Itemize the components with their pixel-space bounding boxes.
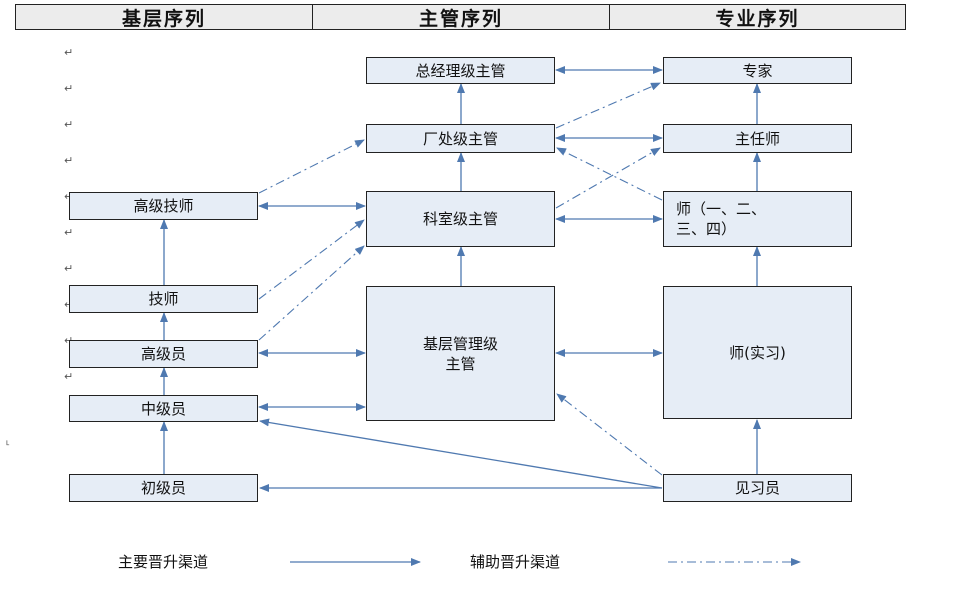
return-mark-icon: ↵ — [64, 154, 74, 167]
node-engineer-intern: 师(实习) — [663, 286, 852, 419]
return-mark-icon: ↵ — [64, 370, 74, 383]
node-senior-staff: 高级员 — [69, 340, 258, 368]
dashed-trainee-to-grassroots — [556, 393, 663, 476]
return-mark-icon: ↵ — [64, 191, 73, 202]
dashed-senior-technician-to-factory — [258, 139, 365, 194]
dashed-engineer-to-factory — [556, 147, 663, 201]
header-basic-sequence: 基层序列 — [15, 4, 313, 30]
arrow-trainee-to-intermediate — [259, 418, 663, 489]
node-senior-technician: 高级技师 — [69, 192, 258, 220]
node-grassroots-manager: 基层管理级 主管 — [366, 286, 555, 421]
node-factory-manager: 厂处级主管 — [366, 124, 555, 153]
return-mark-icon: ↵ — [64, 335, 73, 346]
dashed-factory-to-expert — [555, 82, 661, 129]
return-mark-icon: ↵ — [64, 118, 74, 131]
node-engineer-levels: 师（一、二、 三、四） — [663, 191, 852, 247]
return-mark-icon: ↵ — [64, 262, 74, 275]
header-professional-sequence: 专业序列 — [609, 4, 906, 30]
node-junior-staff: 初级员 — [69, 474, 258, 502]
return-mark-icon: ↵ — [64, 226, 74, 239]
node-expert: 专家 — [663, 57, 852, 84]
node-technician: 技师 — [69, 285, 258, 313]
dashed-technician-to-section — [258, 219, 365, 300]
node-gm-manager: 总经理级主管 — [366, 57, 555, 84]
dashed-section-to-chief — [555, 147, 661, 209]
dashed-senior-staff-to-section — [258, 245, 365, 341]
node-chief-engineer: 主任师 — [663, 124, 852, 153]
corner-mark-icon: ˪ — [6, 435, 10, 448]
node-intermediate-staff: 中级员 — [69, 395, 258, 422]
return-mark-icon: ↵ — [64, 46, 74, 59]
node-trainee: 见习员 — [663, 474, 852, 502]
legend-main-label: 主要晋升渠道 — [118, 553, 209, 571]
node-section-manager: 科室级主管 — [366, 191, 555, 247]
header-management-sequence: 主管序列 — [312, 4, 610, 30]
return-mark-icon: ↵ — [64, 299, 73, 310]
legend-auxiliary-label: 辅助晋升渠道 — [470, 553, 561, 571]
return-mark-icon: ↵ — [64, 82, 74, 95]
